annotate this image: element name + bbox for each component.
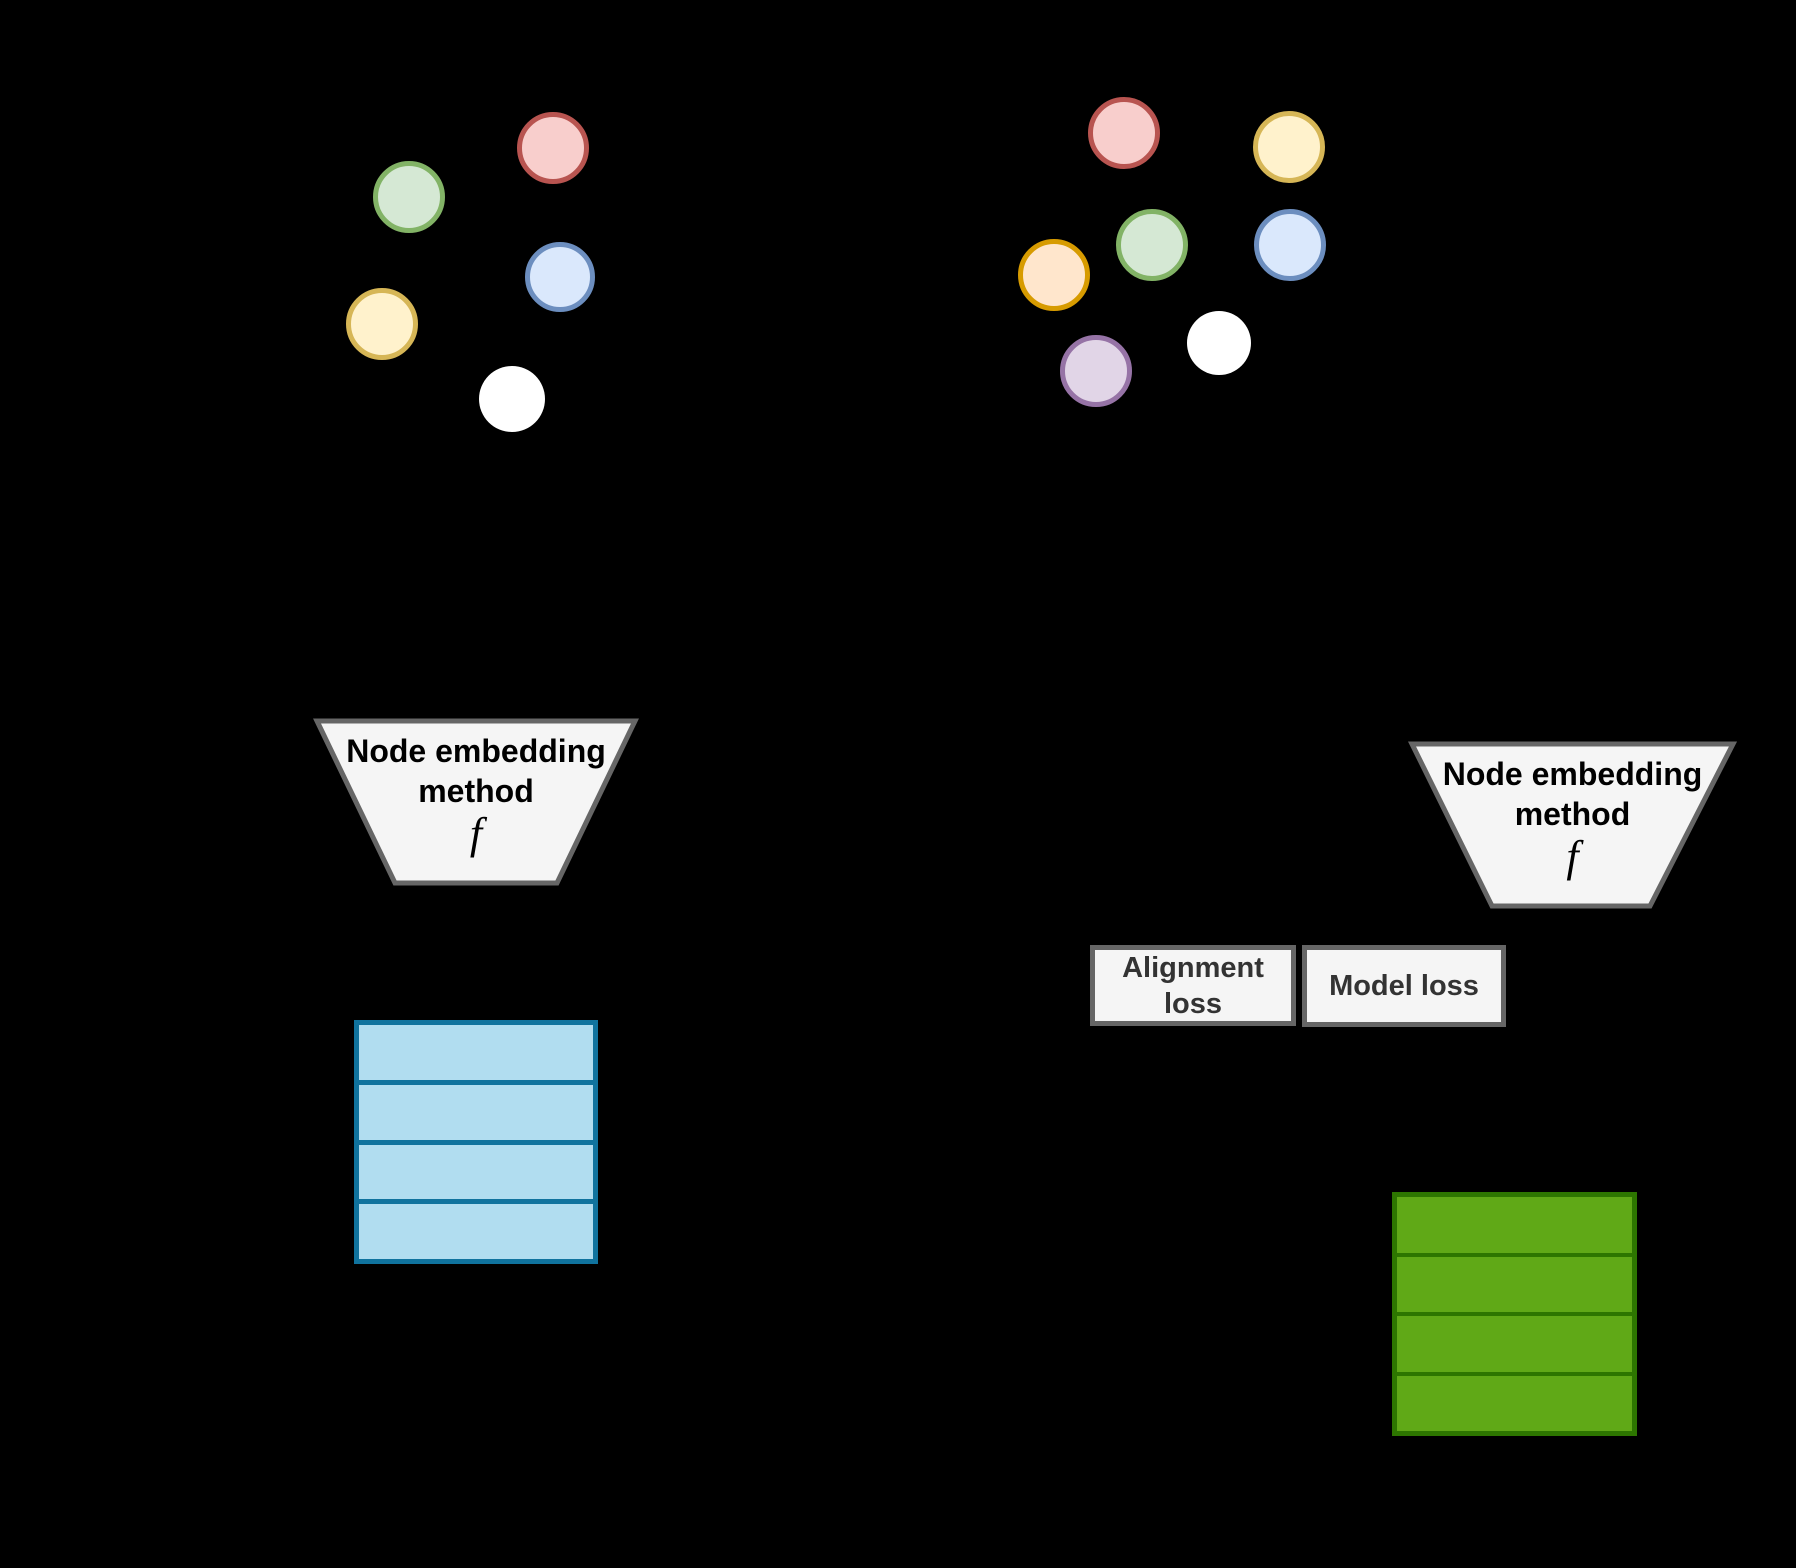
- node-white: [479, 366, 545, 432]
- model-loss-box: Model loss: [1302, 945, 1506, 1027]
- matrix-row: [1397, 1371, 1632, 1432]
- embedding-matrix-left: [354, 1020, 598, 1264]
- alignment-loss-box: Alignment loss: [1090, 945, 1296, 1026]
- funnel-title-line2: method: [1514, 796, 1631, 832]
- matrix-row: [359, 1079, 593, 1140]
- node-orange: [1018, 239, 1090, 311]
- node-red: [1088, 97, 1160, 169]
- matrix-row: [359, 1199, 593, 1259]
- matrix-row: [1397, 1312, 1632, 1372]
- node-yellow: [346, 288, 418, 360]
- node-yellow: [1253, 111, 1325, 183]
- node-embedding-funnel-left: [313, 718, 639, 886]
- matrix-row: [1397, 1252, 1632, 1313]
- node-embedding-funnel-right-label: Node embedding method f: [1405, 737, 1740, 880]
- node-red: [517, 112, 589, 184]
- node-white: [1187, 311, 1251, 375]
- embedding-matrix-right: [1392, 1192, 1637, 1436]
- funnel-function-symbol: f: [1566, 832, 1579, 881]
- funnel-title-line1: Node embedding: [1442, 756, 1703, 792]
- funnel-function-symbol: f: [469, 809, 483, 858]
- node-embedding-funnel-right: [1407, 741, 1738, 909]
- node-blue: [1254, 209, 1326, 281]
- matrix-row: [1397, 1197, 1632, 1253]
- funnel-title-line2: method: [418, 773, 534, 809]
- node-green: [373, 161, 445, 233]
- alignment-loss-label: Alignment loss: [1122, 951, 1264, 1020]
- node-blue: [525, 242, 595, 312]
- model-loss-label: Model loss: [1329, 970, 1479, 1002]
- funnel-title-line1: Node embedding: [346, 733, 606, 769]
- matrix-row: [359, 1025, 593, 1080]
- node-purple: [1060, 335, 1132, 407]
- node-embedding-funnel-left-label: Node embedding method f: [310, 714, 642, 857]
- node-green: [1116, 209, 1188, 281]
- matrix-row: [359, 1139, 593, 1200]
